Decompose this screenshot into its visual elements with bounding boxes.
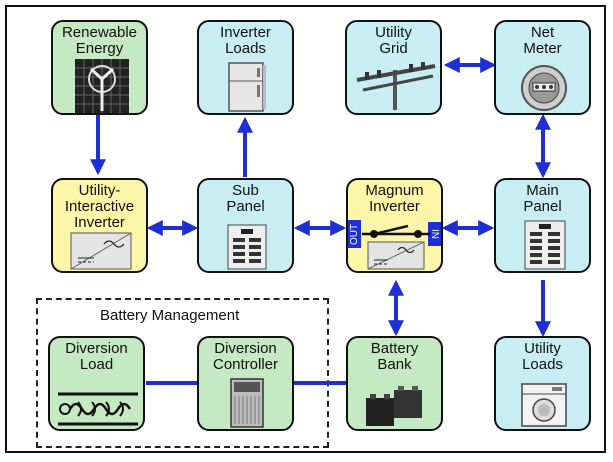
power-pole-icon	[356, 62, 436, 110]
node-diversion-controller: Diversion Controller	[197, 336, 294, 431]
battery-management-label: Battery Management	[100, 307, 240, 324]
node-battery-bank: Battery Bank	[346, 336, 443, 431]
magnum-label: Magnum Inverter	[365, 182, 424, 215]
node-renewable-energy: Renewable Energy	[51, 20, 148, 115]
breaker-panel-icon	[524, 220, 566, 270]
node-net-meter: Net Meter	[494, 20, 591, 115]
node-utility-loads: Utility Loads	[494, 336, 591, 431]
node-diversion-load: Diversion Load	[48, 336, 145, 431]
renewable-label: Renewable Energy	[61, 24, 138, 57]
controller-device-icon	[230, 378, 264, 428]
node-utility-grid: Utility Grid	[345, 20, 442, 115]
magnum-out-tag: OUT	[348, 220, 361, 248]
battery-management-group	[36, 298, 329, 448]
washing-machine-icon	[521, 383, 567, 427]
node-inverter-loads: Inverter Loads	[197, 20, 294, 115]
refrigerator-icon	[228, 62, 266, 112]
heating-element-icon	[58, 392, 138, 426]
utility-grid-label: Utility Grid	[375, 24, 412, 57]
inverter-icon	[70, 232, 132, 270]
battery-icon	[366, 386, 422, 426]
sub-panel-label: Sub Panel	[226, 182, 265, 215]
transfer-switch-inverter-icon	[362, 224, 430, 270]
node-magnum-inverter: Magnum Inverter OUT IN	[346, 178, 443, 273]
battery-bank-label: Battery Bank	[370, 340, 419, 373]
utility-loads-label: Utility Loads	[522, 340, 563, 373]
diversion-load-label: Diversion Load	[65, 340, 128, 373]
inverter-loads-label: Inverter Loads	[220, 24, 271, 57]
solar-wind-icon	[75, 59, 129, 113]
node-main-panel: Main Panel	[494, 178, 591, 273]
node-sub-panel: Sub Panel	[197, 178, 294, 273]
utility-interactive-label: Utility- Interactive Inverter	[64, 182, 135, 231]
net-meter-label: Net Meter	[523, 24, 562, 57]
main-panel-label: Main Panel	[523, 182, 562, 215]
meter-icon	[521, 65, 567, 111]
node-utility-interactive-inverter: Utility- Interactive Inverter	[51, 178, 148, 273]
magnum-in-tag: IN	[428, 222, 441, 246]
diversion-controller-label: Diversion Controller	[212, 340, 279, 373]
breaker-panel-icon	[227, 224, 267, 270]
